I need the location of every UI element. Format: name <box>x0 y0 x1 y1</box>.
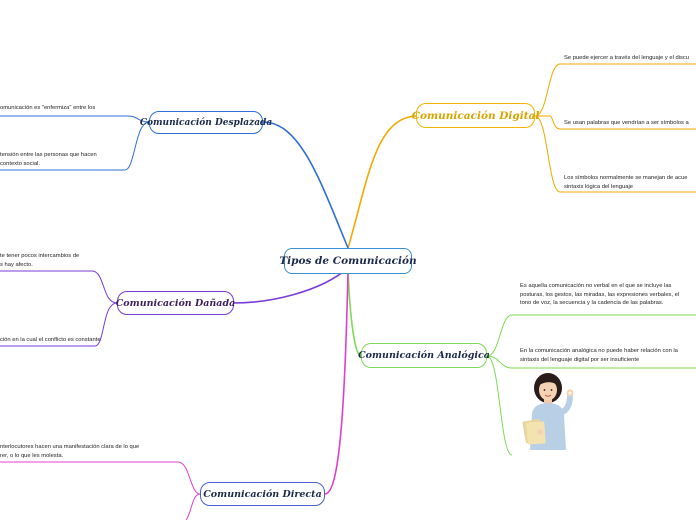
woman-ok-gesture-illustration <box>522 373 574 450</box>
danada-note-1-line-1: te tener pocos intercambios de <box>0 253 80 259</box>
analogica-note-1[interactable]: Es aquella comunicación no verbal en el … <box>520 282 679 308</box>
analogica-note-2-line-1: En la comunicación analógica no puede ha… <box>520 348 678 354</box>
topic-comunicacion-directa[interactable]: Comunicación Directa <box>200 482 325 506</box>
digital-note-3-line-2: sintaxis lógica del lenguaje <box>564 183 633 190</box>
danada-note-1[interactable]: te tener pocos intercambios de s hay afe… <box>0 252 79 269</box>
desplazada-note-2-line-2: contexto social. <box>0 160 40 167</box>
danada-note-1-line-2: s hay afecto. <box>0 261 33 268</box>
directa-note-1-line-2: rer, o lo que les molesta. <box>0 452 64 459</box>
topic-comunicacion-analogica[interactable]: Comunicación Analógica <box>358 343 490 368</box>
topic-comunicacion-digital[interactable]: Comunicación Digital <box>412 103 539 128</box>
danada-note-2[interactable]: ción en la cual el conflicto es constant… <box>0 337 101 343</box>
topic-comunicacion-danada[interactable]: Comunicación Dañada <box>116 291 235 315</box>
analogica-note-1-line-1: Es aquella comunicación no verbal en el … <box>520 283 672 289</box>
desplazada-note-2-line-1: tensión entre las personas que hacen <box>0 152 97 158</box>
central-topic[interactable]: Tipos de Comunicación <box>279 248 417 274</box>
analogica-note-2-line-2: sintaxis del lenguaje digital por ser in… <box>520 356 640 363</box>
analogica-note-1-line-2: posturas, los gestos, las miradas, las e… <box>520 291 680 298</box>
digital-note-2[interactable]: Se usan palabras que vendrían a ser símb… <box>564 120 689 126</box>
desplazada-note-2[interactable]: tensión entre las personas que hacen con… <box>0 151 97 168</box>
digital-note-1[interactable]: Se puede ejercer a través del lenguaje y… <box>564 55 690 61</box>
directa-note-1-line-1: nterlocutores hacen una manifestación cl… <box>0 444 140 450</box>
analogica-note-2[interactable]: En la comunicación analógica no puede ha… <box>520 347 678 364</box>
topic-comunicacion-desplazada[interactable]: Comunicación Desplazada <box>140 111 272 134</box>
digital-note-3[interactable]: Los símbolos normalmente se manejan de a… <box>564 174 687 191</box>
desplazada-note-1[interactable]: omunicación es "enfermiza" entre los <box>0 105 96 111</box>
digital-note-3-line-1: Los símbolos normalmente se manejan de a… <box>564 175 688 181</box>
directa-note-1[interactable]: nterlocutores hacen una manifestación cl… <box>0 443 139 460</box>
analogica-note-1-line-3: tono de voz, la secuencia y la cadencia … <box>520 300 664 307</box>
